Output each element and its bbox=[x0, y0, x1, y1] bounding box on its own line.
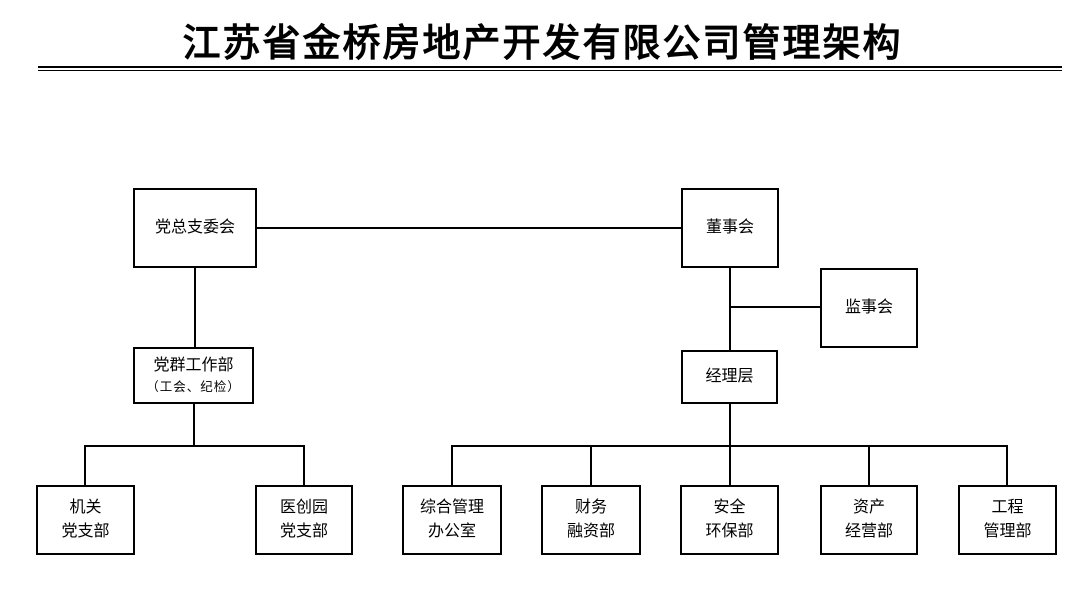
node-label: 融资部 bbox=[566, 523, 615, 540]
node-sublabel: （工会、纪检） bbox=[146, 380, 241, 394]
node-label: 医创园 bbox=[279, 499, 328, 516]
node-label: 党总支委会 bbox=[154, 219, 235, 236]
node-label: 工程 bbox=[991, 499, 1024, 516]
node-label: 管理部 bbox=[983, 523, 1032, 540]
connector-drop-engineering-dept bbox=[1006, 445, 1008, 485]
node-label: 资产 bbox=[852, 499, 885, 516]
node-label: 环保部 bbox=[705, 523, 754, 540]
node-party-committee: 党总支委会 bbox=[133, 188, 257, 268]
connector-management-down bbox=[729, 404, 731, 446]
node-management-team: 经理层 bbox=[681, 350, 778, 404]
connector-party-committee-down bbox=[194, 268, 196, 348]
node-label: 监事会 bbox=[844, 299, 893, 316]
connector-drop-asset-dept bbox=[868, 445, 870, 485]
node-label: 党群工作部 bbox=[153, 357, 234, 374]
connector-left-rail bbox=[84, 445, 305, 447]
connector-drop-safety-dept bbox=[729, 445, 731, 485]
node-label: 经营部 bbox=[844, 523, 893, 540]
node-organ-party-branch: 机关 党支部 bbox=[36, 485, 135, 555]
node-label: 党支部 bbox=[61, 523, 110, 540]
connector-board-management bbox=[729, 267, 731, 350]
node-label: 机关 bbox=[69, 499, 102, 516]
connector-party-mass-down bbox=[193, 404, 195, 446]
title-double-rule bbox=[38, 66, 1062, 71]
node-general-admin-office: 综合管理 办公室 bbox=[402, 485, 502, 555]
node-label: 经理层 bbox=[705, 368, 754, 385]
connector-party-committee-board bbox=[257, 227, 681, 229]
node-label: 董事会 bbox=[705, 219, 754, 236]
node-supervisory-board: 监事会 bbox=[820, 268, 918, 348]
node-label: 安全 bbox=[713, 499, 746, 516]
node-label: 综合管理 bbox=[419, 499, 484, 516]
connector-drop-finance-dept bbox=[590, 445, 592, 485]
page-title: 江苏省金桥房地产开发有限公司管理架构 bbox=[182, 23, 903, 65]
connector-board-supervisory bbox=[730, 306, 820, 308]
connector-drop-yichuangyuan-branch bbox=[303, 445, 305, 485]
node-yichuangyuan-party-branch: 医创园 党支部 bbox=[255, 485, 353, 555]
node-engineering-management-dept: 工程 管理部 bbox=[958, 485, 1057, 555]
node-label: 党支部 bbox=[279, 523, 328, 540]
connector-drop-organ-branch bbox=[84, 445, 86, 485]
node-label: 财务 bbox=[574, 499, 607, 516]
node-safety-environment-dept: 安全 环保部 bbox=[680, 485, 779, 555]
node-finance-financing-dept: 财务 融资部 bbox=[541, 485, 641, 555]
node-label: 办公室 bbox=[427, 523, 476, 540]
connector-drop-general-office bbox=[451, 445, 453, 485]
node-asset-operation-dept: 资产 经营部 bbox=[820, 485, 918, 555]
node-party-mass-work-dept: 党群工作部 （工会、纪检） bbox=[133, 347, 254, 404]
node-board-of-directors: 董事会 bbox=[681, 188, 779, 268]
